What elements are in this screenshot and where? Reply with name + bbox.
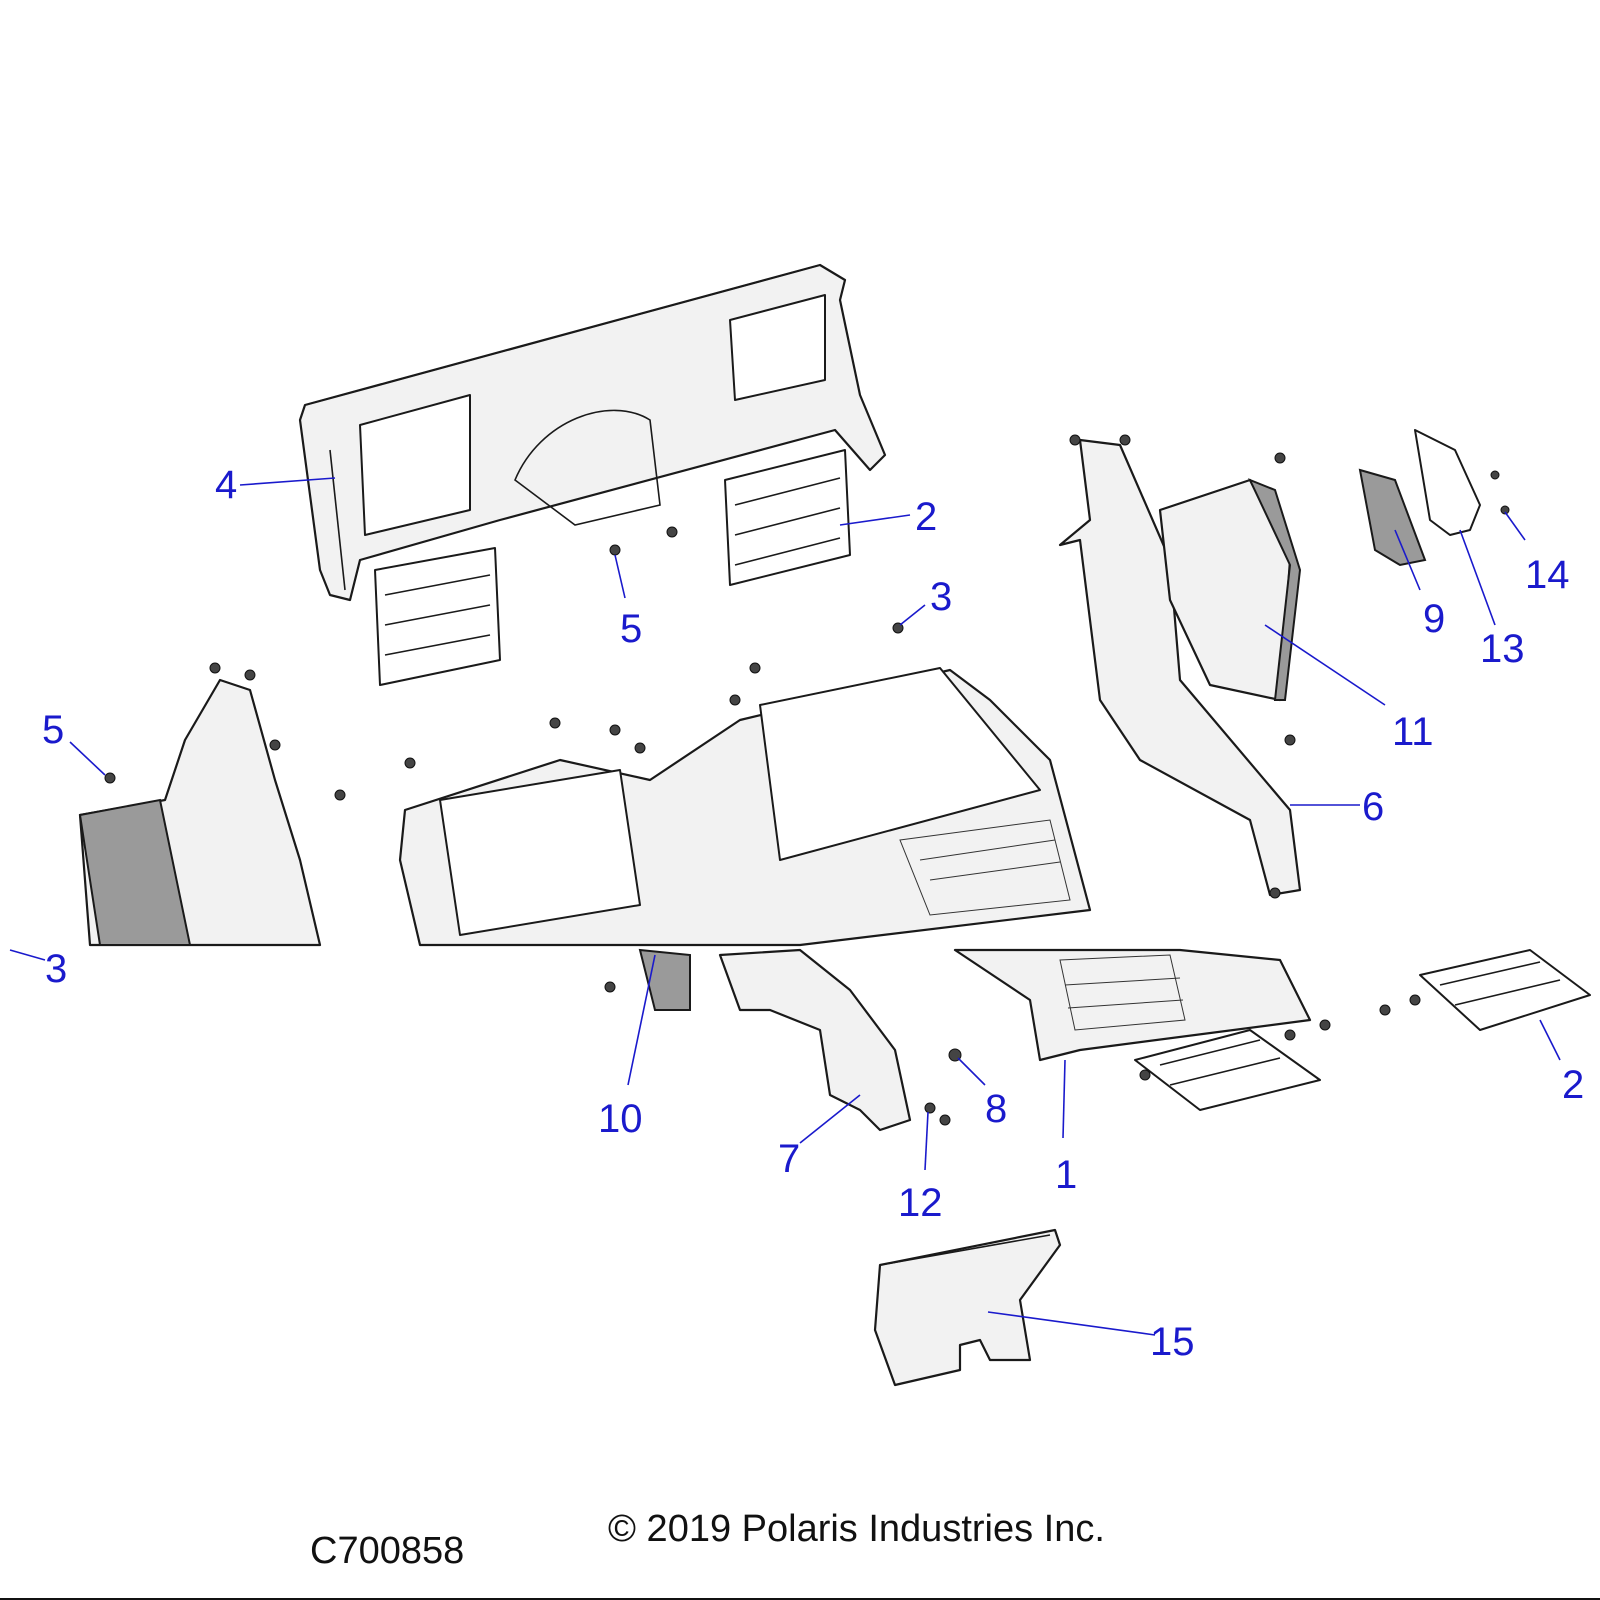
part-center-panel: [638, 948, 912, 1132]
callout-10: 10: [598, 1097, 643, 1141]
part-right-side-panel: [1058, 438, 1302, 897]
callout-5: 5: [42, 708, 64, 752]
copyright-notice: © 2019 Polaris Industries Inc.: [608, 1508, 1105, 1550]
part-left-side-panel: [78, 678, 322, 947]
callout-1: 1: [1055, 1153, 1077, 1197]
callout-4: 4: [215, 463, 237, 507]
part-floor-panel-upper: [374, 449, 851, 686]
callout-9: 9: [1423, 597, 1445, 641]
callout-2: 2: [1562, 1063, 1584, 1107]
callout-3: 3: [930, 575, 952, 619]
part-skid-plate: [873, 1228, 1062, 1387]
bottom-rule: [0, 1598, 1600, 1600]
callout-6: 6: [1362, 785, 1384, 829]
leader-lines: [9, 477, 1561, 1336]
callout-15: 15: [1150, 1320, 1195, 1364]
part-floor-tub: [398, 667, 1312, 1062]
callout-11: 11: [1392, 710, 1434, 754]
drawing-number: C700858: [310, 1530, 465, 1572]
part-rear-panel: [298, 263, 887, 602]
callout-12: 12: [898, 1181, 943, 1225]
callout-14: 14: [1525, 553, 1570, 597]
callout-8: 8: [985, 1087, 1007, 1131]
callout-7: 7: [778, 1137, 800, 1181]
callout-13: 13: [1480, 627, 1525, 671]
fasteners: [104, 434, 1510, 1126]
part-floor-panel-lower: [1134, 949, 1591, 1111]
callout-labels: 4 2 5 3 5 9 13 14 11 6 3 10 7 12 8 1 2 1…: [42, 463, 1584, 1364]
callout-5: 5: [620, 607, 642, 651]
callout-2: 2: [915, 495, 937, 539]
callout-3: 3: [45, 947, 67, 991]
part-grille-and-cover: [1358, 429, 1481, 567]
